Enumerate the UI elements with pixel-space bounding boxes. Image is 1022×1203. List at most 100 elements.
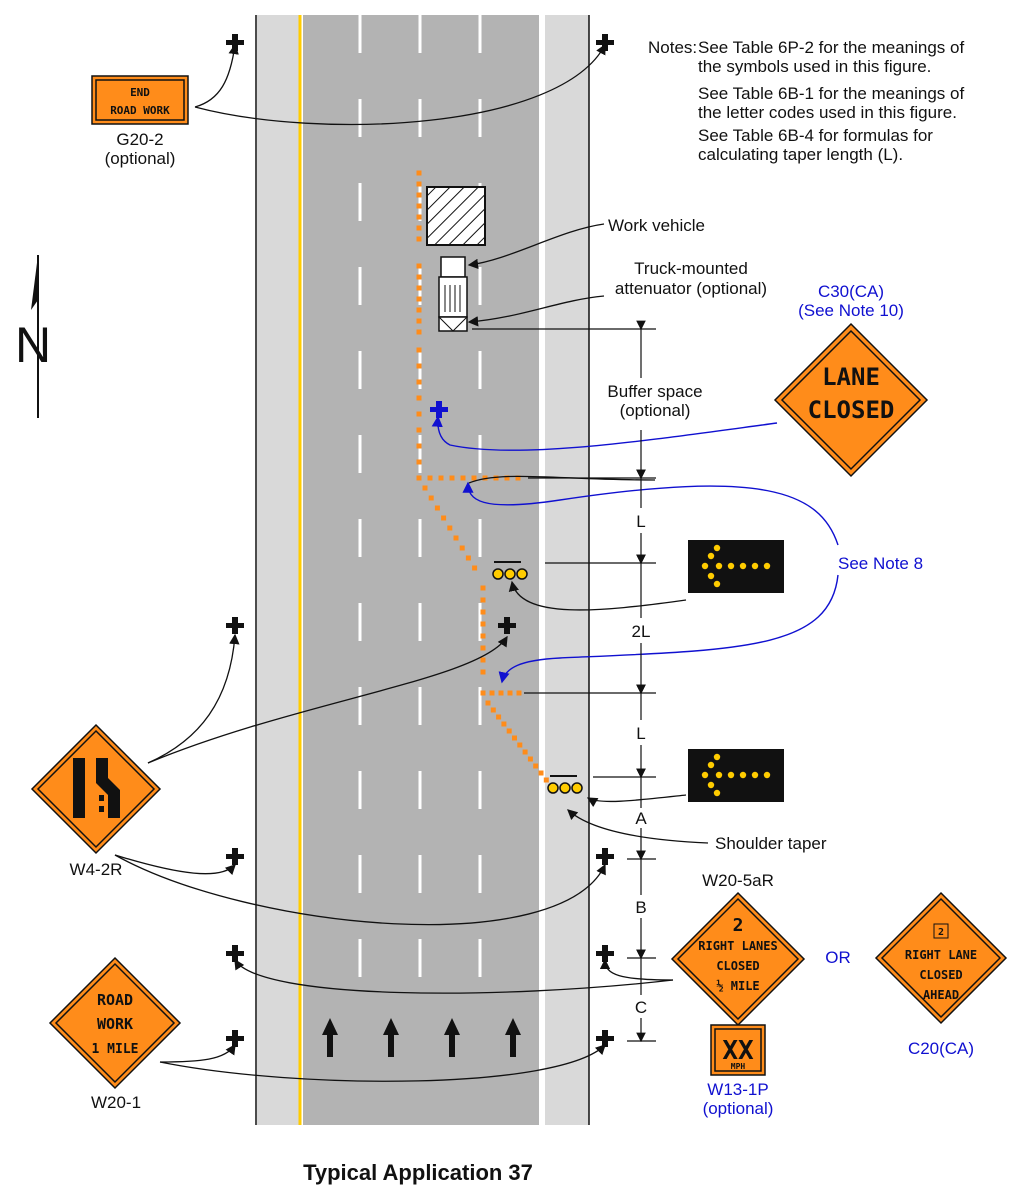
arrow-board-light — [707, 552, 715, 560]
sign-post-icon — [602, 34, 608, 51]
channelizer — [490, 707, 496, 713]
attenuator — [438, 316, 468, 332]
notes-block: Notes: See Table 6P-2 for the meanings o… — [648, 38, 964, 164]
channelizer — [459, 545, 465, 551]
north-label: N — [15, 317, 51, 373]
sign-post-symbols — [226, 34, 614, 1047]
lane-arrow-icon — [444, 1018, 460, 1057]
g20-2-code: G20-2 — [116, 130, 163, 149]
channelizer — [453, 535, 459, 541]
channelizer — [416, 395, 422, 401]
dimension-label-l2: L — [636, 724, 645, 743]
channelizer — [480, 669, 486, 675]
svg-text:ROAD WORK: ROAD WORK — [110, 104, 170, 117]
notes-heading: Notes: — [648, 38, 697, 57]
buffer-label-2: (optional) — [620, 401, 691, 420]
arrow-board-light — [715, 562, 723, 570]
arrow-board-light — [713, 580, 721, 588]
channelizer — [441, 515, 447, 521]
arrow-board-device-1 — [492, 561, 528, 580]
channelizer — [480, 645, 486, 651]
channelizer — [516, 690, 522, 696]
channelizer — [496, 714, 502, 720]
channelizer — [416, 225, 422, 231]
blue-sign-post-symbol — [430, 401, 448, 418]
sign-w13-1p: XX MPH — [710, 1024, 766, 1076]
channelizer — [504, 475, 510, 481]
arrow-board-light — [713, 544, 721, 552]
arrow-board-light — [763, 771, 771, 779]
sign-g20-2: END ROAD WORK — [91, 75, 189, 125]
channelizer — [422, 485, 428, 491]
svg-text:AHEAD: AHEAD — [923, 988, 959, 1002]
arrow-board-device-2 — [547, 775, 583, 794]
sign-post-icon — [504, 617, 510, 634]
arrow-board-light — [727, 771, 735, 779]
channelizer — [485, 700, 491, 706]
channelizer — [416, 274, 422, 280]
channelizer — [480, 609, 486, 615]
svg-text:RIGHT LANES: RIGHT LANES — [698, 939, 777, 953]
work-vehicle-label: Work vehicle — [608, 216, 705, 235]
svg-text:2: 2 — [733, 915, 744, 936]
work-vehicle-truck — [438, 256, 468, 332]
svg-text:LANE: LANE — [822, 363, 880, 391]
channelizer — [416, 285, 422, 291]
arrow-board-panel-2 — [688, 749, 784, 802]
channelizer — [480, 633, 486, 639]
channelizer — [434, 505, 440, 511]
arrow-board-light — [739, 562, 747, 570]
channelizer — [416, 363, 422, 369]
buffer-label-1: Buffer space — [607, 382, 702, 401]
channelizer — [512, 735, 517, 741]
channelizer — [480, 657, 486, 663]
arrow-board-light — [713, 789, 721, 797]
arrow-board-light — [763, 562, 771, 570]
note-line-5: See Table 6B-4 for formulas for — [698, 126, 933, 145]
channelizer — [506, 728, 512, 734]
arrow-board-light — [701, 771, 709, 779]
note-line-1: See Table 6P-2 for the meanings of — [698, 38, 964, 57]
arrow-board-light — [707, 761, 715, 769]
channelizer — [472, 565, 478, 571]
w4-2r-code: W4-2R — [70, 860, 123, 879]
arrow-board-light — [707, 781, 715, 789]
dimension-label-b: B — [635, 898, 646, 917]
caption: Typical Application 37 — [303, 1160, 533, 1185]
channelizer — [480, 621, 486, 627]
sign-post-icon — [602, 848, 608, 865]
channelizer — [538, 770, 544, 776]
arrow-board-light — [715, 771, 723, 779]
work-area — [426, 186, 486, 246]
svg-text:ROAD: ROAD — [97, 991, 133, 1009]
arrow-board-light — [727, 562, 735, 570]
right-shoulder — [545, 15, 589, 1125]
w20-1-code: W20-1 — [91, 1093, 141, 1112]
sign-post-icon — [232, 617, 238, 634]
channelizer — [416, 181, 422, 187]
sign-c20: 2 RIGHT LANE CLOSED AHEAD — [874, 891, 1008, 1025]
sign-post-icon — [232, 1030, 238, 1047]
channelizer — [480, 585, 486, 591]
arrow-board-light — [701, 562, 709, 570]
svg-text:RIGHT LANE: RIGHT LANE — [905, 948, 977, 962]
c30-code: C30(CA) — [818, 282, 884, 301]
sign-post-icon — [602, 1030, 608, 1047]
svg-text:CLOSED: CLOSED — [919, 968, 962, 982]
svg-text:XX: XX — [722, 1036, 754, 1066]
svg-text:CLOSED: CLOSED — [716, 959, 759, 973]
w13-1p-code: W13-1P — [707, 1080, 768, 1099]
dimension-label-c: C — [635, 998, 647, 1017]
svg-text:2: 2 — [938, 927, 944, 938]
c20-code: C20(CA) — [908, 1039, 974, 1058]
w13-1p-note: (optional) — [703, 1099, 774, 1118]
channelizer — [471, 475, 477, 481]
svg-text:WORK: WORK — [97, 1015, 133, 1033]
lane-arrow-icon — [383, 1018, 399, 1057]
note-line-2: the symbols used in this figure. — [698, 57, 931, 76]
channelizer — [527, 756, 533, 762]
channelizer — [416, 443, 422, 449]
arrow-board-light — [713, 753, 721, 761]
channelizer — [416, 329, 422, 335]
sign-post-icon — [232, 848, 238, 865]
